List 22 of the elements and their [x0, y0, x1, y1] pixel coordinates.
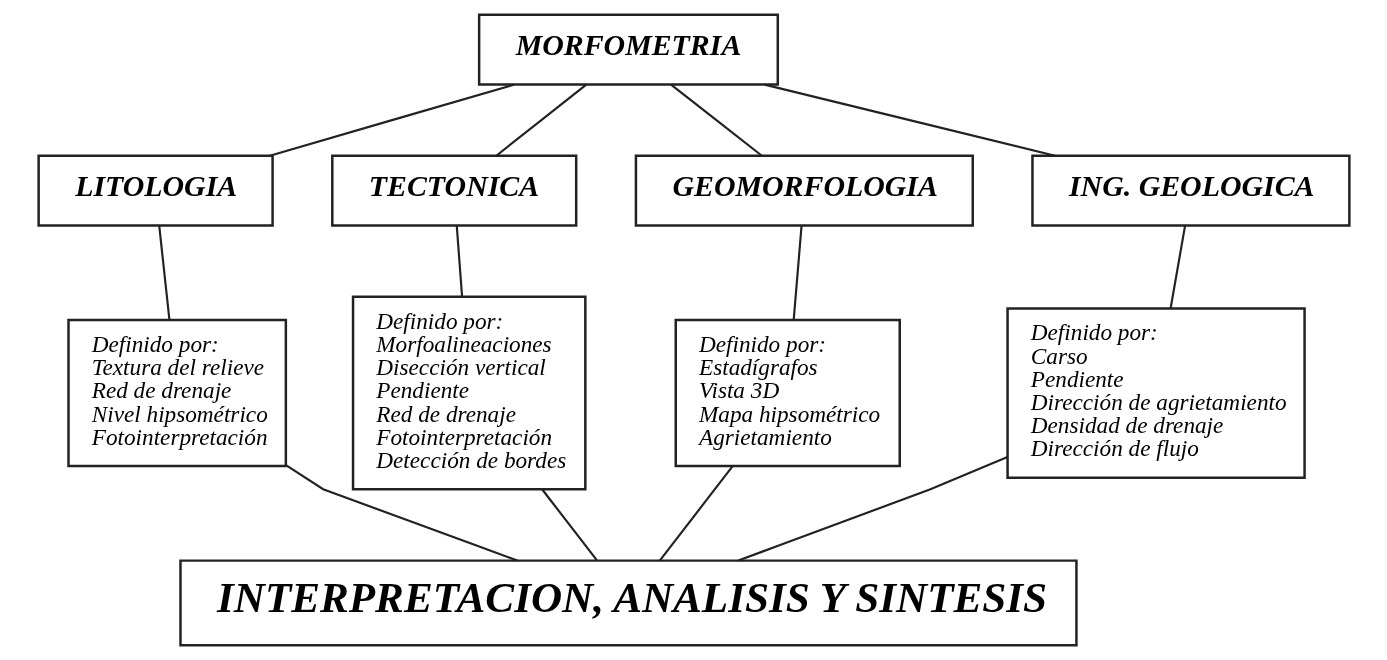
node-box: LITOLOGIA [36, 154, 274, 227]
node-box: Definido por: Textura del relieve Red de drenaje Nivel hipsométrico Fotointerpretación [66, 318, 287, 468]
node-box: INTERPRETACION, ANALISIS Y SINTESIS [178, 559, 1078, 647]
connector [669, 83, 762, 157]
node-box: Definido por: Carso Pendiente Dirección de agrietamiento Densidad de drenaje Dirección de flujo [1005, 307, 1306, 479]
connector [1169, 225, 1186, 309]
node-box: MORFOMETRIA [477, 13, 779, 86]
connector [455, 225, 463, 297]
connector [540, 488, 598, 561]
connector [269, 83, 514, 157]
node-box: Definido por: Morfoalineaciones Disección vertical Pendiente Red de drenaje Fotointerpretación Detección de bordes [351, 295, 587, 491]
connector [157, 225, 170, 321]
connector [658, 465, 733, 562]
node-box: TECTONICA [330, 154, 577, 227]
node-box: Definido por: Estadígrafos Vista 3D Mapa hipsométrico Agrietamiento [674, 318, 901, 468]
connector [792, 225, 803, 320]
connector [763, 83, 1055, 157]
connector [737, 456, 1008, 562]
node-box: ING. GEOLOGICA [1030, 154, 1351, 227]
connector [495, 83, 587, 157]
node-box: GEOMORFOLOGIA [634, 154, 974, 227]
connector [285, 464, 518, 562]
